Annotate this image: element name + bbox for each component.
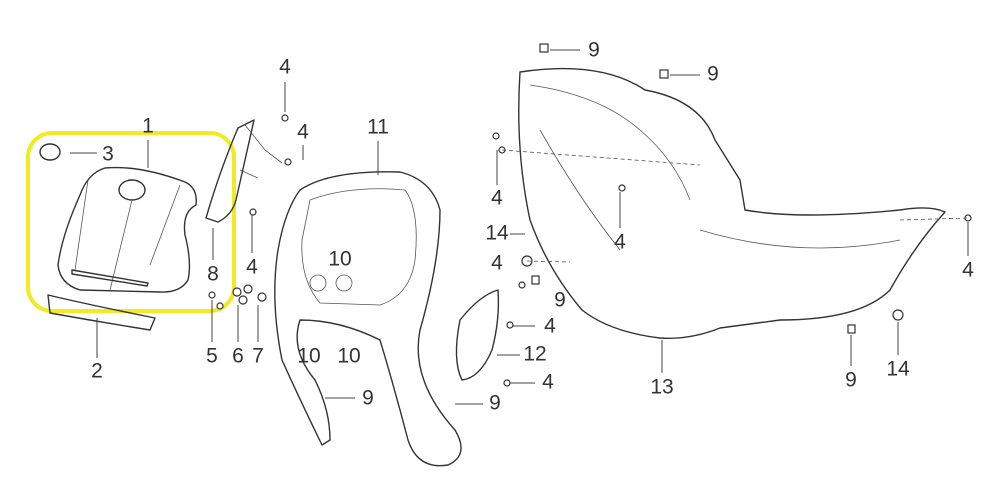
callout-10: 10: [297, 345, 320, 368]
callout-4: 4: [962, 259, 974, 282]
callout-14: 14: [886, 358, 910, 381]
callout-9: 9: [845, 369, 857, 392]
callout-9: 9: [707, 63, 719, 86]
callout-2: 2: [91, 360, 103, 383]
part-11-inner-panel: [274, 171, 462, 467]
callout-9: 9: [489, 392, 501, 415]
part-13-leg-shield: [518, 67, 946, 339]
callout-12: 12: [523, 343, 546, 366]
callout-3: 3: [102, 143, 114, 166]
leader-lines: [70, 49, 969, 405]
callout-1: 1: [142, 115, 154, 138]
callout-5: 5: [206, 345, 218, 368]
callout-4: 4: [614, 231, 626, 254]
callout-10: 10: [337, 345, 360, 368]
callout-9: 9: [588, 39, 600, 62]
part-8-bracket: [205, 119, 283, 223]
part-1-cover: [57, 166, 197, 293]
callout-6: 6: [232, 345, 244, 368]
callout-9: 9: [362, 387, 374, 410]
callout-7: 7: [252, 345, 264, 368]
part-12-grille: [455, 289, 500, 381]
callout-4: 4: [246, 256, 258, 279]
callout-4: 4: [297, 121, 309, 144]
callout-4: 4: [542, 371, 554, 394]
callout-4: 4: [491, 252, 503, 275]
part-3-cap: [39, 143, 61, 161]
callout-9: 9: [554, 289, 566, 312]
part-2-strip: [47, 294, 156, 331]
callout-4: 4: [491, 187, 503, 210]
callout-11: 11: [367, 116, 389, 139]
callout-4: 4: [544, 315, 556, 338]
callout-14: 14: [485, 222, 509, 245]
callout-13: 13: [650, 376, 673, 399]
highlight-box: [26, 131, 236, 313]
callout-4: 4: [279, 56, 291, 79]
callout-8: 8: [207, 263, 219, 286]
callout-10: 10: [328, 248, 351, 271]
